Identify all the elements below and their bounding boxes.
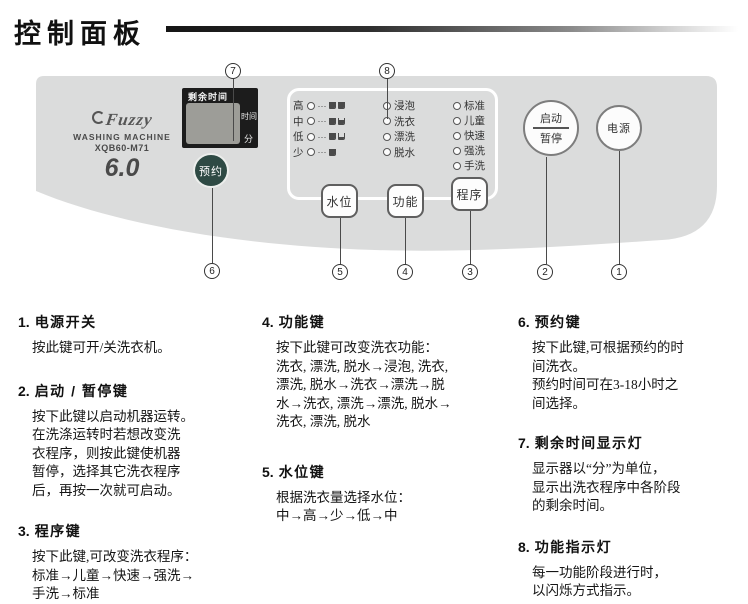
- pause-label: 暂停: [540, 133, 562, 146]
- start-pause-button[interactable]: 启动 暂停: [523, 100, 579, 156]
- tub-full-icon: [328, 133, 336, 141]
- program-row-quick: 快速: [450, 130, 485, 142]
- remaining-time-label: 剩余时间: [188, 92, 229, 102]
- function-row-spin: 脱水: [380, 147, 415, 159]
- indicator-lamp-icon: [306, 132, 315, 141]
- start-pause-divider: [533, 127, 569, 129]
- manual-column-1: 1.电源开关 按此键可开/关洗衣机。 2.启动 / 暂停键 按下此键以启动机器运…: [18, 312, 256, 604]
- tub-low-icon: [337, 133, 345, 141]
- fuzzy-logo-mark: [91, 111, 105, 124]
- section-start-pause: 2.启动 / 暂停键 按下此键以启动机器运转。 在洗涤运转时若想改变洗 衣程序，…: [18, 382, 194, 498]
- indicator-lamp-icon: [306, 148, 315, 157]
- tub-medium-icon: [337, 117, 345, 125]
- water-level-row-high: 高 ···: [293, 100, 347, 112]
- program-row-children: 儿童: [450, 115, 485, 127]
- title-rule: [166, 26, 744, 32]
- callout-6: 6: [204, 263, 220, 279]
- function-row-rinse: 漂洗: [380, 131, 415, 143]
- callout-8: 8: [379, 63, 395, 79]
- function-indicators: 浸泡 洗衣 漂洗 脱水: [380, 100, 415, 159]
- brand-block: Fuzzy WASHING MACHINE XQB60-M71 6.0: [62, 110, 182, 183]
- power-button[interactable]: 电源: [596, 105, 642, 151]
- section-function-lamp: 8.功能指示灯 每一功能阶段进行时， 以闪烁方式指示。: [518, 538, 667, 599]
- reserve-button[interactable]: 预约: [193, 153, 229, 188]
- indicator-lamp-icon: [383, 132, 391, 141]
- water-level-row-little: 少 ···: [293, 147, 347, 159]
- tub-full-icon: [328, 102, 336, 110]
- function-row-soak: 浸泡: [380, 100, 415, 112]
- indicator-lamp-icon: [453, 116, 461, 125]
- callout-7: 7: [225, 63, 241, 79]
- callout-1: 1: [611, 264, 627, 280]
- manual-column-2: 4.功能键 按下此键可改变洗衣功能： 洗衣, 漂洗, 脱水→浸泡, 洗衣, 漂洗…: [262, 312, 512, 526]
- callout-line-6: [212, 188, 213, 263]
- callout-4: 4: [397, 264, 413, 280]
- callout-line-7: [233, 79, 234, 141]
- brand-capacity: 6.0: [104, 154, 140, 182]
- water-level-row-low: 低 ···: [293, 131, 347, 143]
- indicator-lamp-icon: [383, 148, 391, 157]
- display-screen: [186, 103, 240, 144]
- remaining-time-display: 剩余时间 时间 分: [182, 88, 258, 148]
- callout-2: 2: [537, 264, 553, 280]
- callout-line-2: [546, 157, 547, 264]
- fuzzy-logo: Fuzzy: [104, 110, 154, 129]
- program-row-hand: 手洗: [450, 160, 485, 172]
- display-unit-hour: 时间: [241, 112, 257, 121]
- program-row-strong: 强洗: [450, 145, 485, 157]
- section-program-key: 3.程序键 按下此键,可改变洗衣程序： 标准→儿童→快速→强洗→ 手洗→标准: [18, 523, 198, 601]
- indicator-lamp-icon: [306, 117, 315, 126]
- callout-line-3: [470, 211, 471, 264]
- brand-model: XQB60-M71: [94, 143, 150, 153]
- program-button[interactable]: 程序: [451, 177, 488, 211]
- indicator-lamp-icon: [306, 101, 315, 110]
- callout-line-5: [340, 218, 341, 264]
- indicator-lamp-icon: [453, 131, 461, 140]
- water-level-indicators: 高 ··· 中 ··· 低 ··· 少 ···: [293, 100, 347, 159]
- callout-5: 5: [332, 264, 348, 280]
- display-unit-minute: 分: [243, 134, 253, 144]
- section-reserve-key: 6.预约键 按下此键,可根据预约的时 间洗衣。 预约时间可在3-18小时之 间选…: [518, 314, 684, 411]
- callout-line-1: [619, 151, 620, 264]
- manual-column-3: 6.预约键 按下此键,可根据预约的时 间洗衣。 预约时间可在3-18小时之 间选…: [518, 312, 746, 601]
- page-title: 控制面板: [14, 19, 146, 49]
- callout-line-4: [405, 218, 406, 264]
- tub-full-icon: [337, 102, 345, 110]
- indicator-lamp-icon: [453, 161, 461, 170]
- indicator-lamp-icon: [453, 101, 461, 110]
- program-row-standard: 标准: [450, 100, 485, 112]
- callout-line-8: [387, 79, 388, 119]
- section-function-key: 4.功能键 按下此键可改变洗衣功能： 洗衣, 漂洗, 脱水→浸泡, 洗衣, 漂洗…: [262, 314, 452, 429]
- function-button[interactable]: 功能: [387, 184, 424, 218]
- section-remaining-time-lamp: 7.剩余时间显示灯 显示器以“分”为单位， 显示出洗衣程序中各阶段 的剩余时间。: [518, 435, 681, 513]
- tub-full-icon: [328, 148, 336, 156]
- water-level-button[interactable]: 水位: [321, 184, 358, 218]
- function-row-wash: 洗衣: [380, 116, 415, 128]
- control-panel-diagram: Fuzzy WASHING MACHINE XQB60-M71 6.0 剩余时间…: [0, 0, 748, 300]
- brand-subtitle: WASHING MACHINE: [73, 132, 171, 142]
- water-level-row-medium: 中 ···: [293, 116, 347, 128]
- tub-full-icon: [328, 117, 336, 125]
- section-water-level-key: 5.水位键 根据洗衣量选择水位： 中→高→少→低→中: [262, 463, 411, 524]
- section-power-switch: 1.电源开关 按此键可开/关洗衣机。: [18, 314, 171, 355]
- callout-3: 3: [462, 264, 478, 280]
- start-label: 启动: [540, 112, 562, 125]
- program-indicators: 标准 儿童 快速 强洗 手洗: [450, 100, 485, 172]
- indicator-lamp-icon: [453, 146, 461, 155]
